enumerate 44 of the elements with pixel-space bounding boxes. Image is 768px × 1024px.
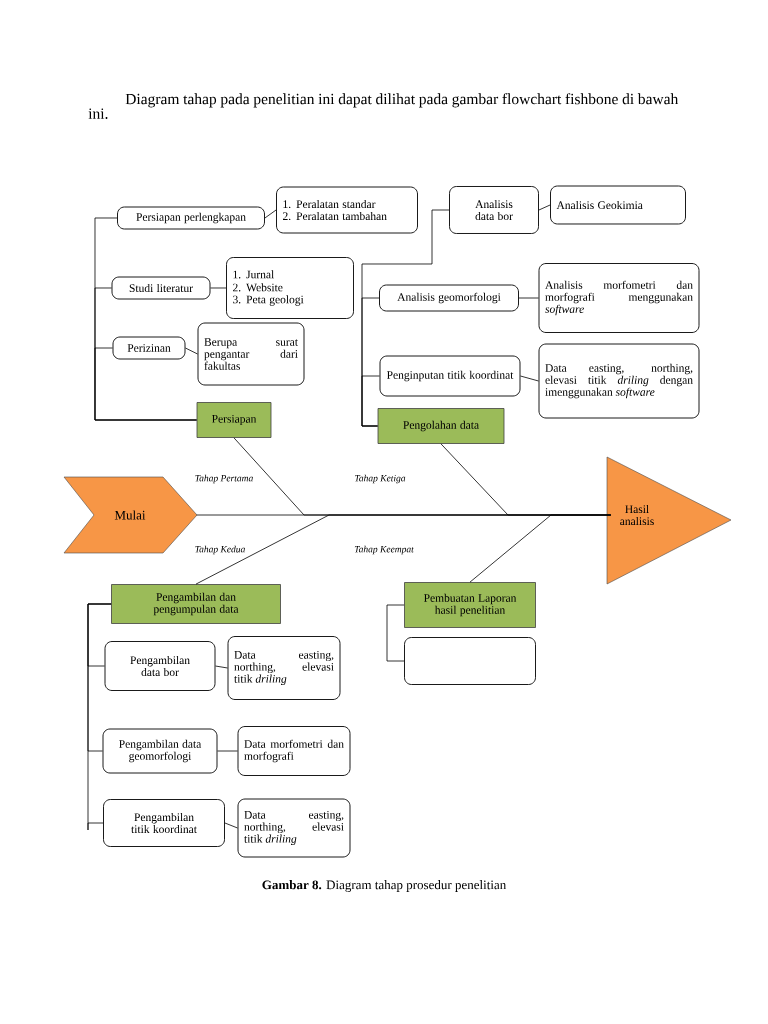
connector-line: [538, 204, 551, 211]
connector-line: [264, 209, 277, 219]
connector-line: [361, 375, 380, 427]
process-box: Perizinan: [112, 336, 186, 360]
paragraph: Diagram tahap pada penelitian ini dapat dilihat pada gambar flowchart fishbone di bawah ini.: [88, 93, 679, 119]
process-box: Pengambilan data geomorfologi: [102, 728, 218, 774]
figure-caption: Gambar 8. Diagram tahap prosedur penelitian: [262, 880, 507, 892]
connector-line: [215, 665, 228, 669]
stage-label: Tahap Ketiga: [355, 474, 406, 484]
connector-line: [210, 287, 227, 289]
stage-label: Tahap Kedua: [195, 545, 245, 555]
process-box: Data morfometri dan morfografi: [237, 726, 351, 776]
process-box: Pengambilan data bor: [104, 641, 216, 691]
process-box: Analisis Geokimia: [550, 185, 686, 225]
connector-line: [469, 514, 612, 583]
process-box: Berupa surat pengantar dari fakultas: [197, 322, 305, 386]
stage-box: Pengambilan dan pengumpulan data: [111, 584, 281, 624]
stage-box: Pengolahan data: [377, 408, 505, 444]
connector-line: [224, 822, 238, 829]
process-box: Analisis geomorfologi: [379, 284, 519, 312]
process-box: Data easting, northing, elevasi titik driling: [237, 798, 351, 858]
stage-label: Tahap Keempat: [354, 545, 414, 555]
process-box: Data easting, northing, elevasi titik driling dengan imenggunakan software: [538, 343, 700, 419]
process-box: Studi literatur: [111, 276, 211, 300]
connector-line: [94, 347, 197, 421]
stage-label: Tahap Pertama: [195, 474, 253, 484]
process-box: Pengambilan titik koordinat: [103, 799, 225, 847]
connector-line: [87, 603, 112, 831]
process-box: Analisis morfometri dan morfografi menggunakan software: [538, 263, 700, 333]
connector-line: [518, 297, 539, 299]
process-box: Persiapan perlengkapan: [117, 206, 265, 230]
empty-box: [404, 637, 536, 685]
connector-line: [185, 347, 198, 355]
process-box: Analisis data bor: [449, 186, 539, 234]
connector-line: [217, 750, 238, 752]
connector-line: [386, 604, 405, 662]
stage-box: Pembuatan Laporan hasil penelitian: [404, 582, 536, 628]
connector-line: [520, 375, 539, 382]
process-box: Data easting, northing, elevasi titik driling: [227, 636, 341, 700]
stage-box: Persiapan: [196, 402, 272, 438]
process-box: 1. Peralatan standar 2. Peralatan tambahan: [276, 186, 418, 234]
process-box: 1. Jurnal 2. Website 3. Peta geologi: [226, 257, 354, 319]
result-triangle: Hasil analisis: [606, 456, 732, 585]
process-box: Penginputan titik koordinat: [379, 355, 521, 397]
